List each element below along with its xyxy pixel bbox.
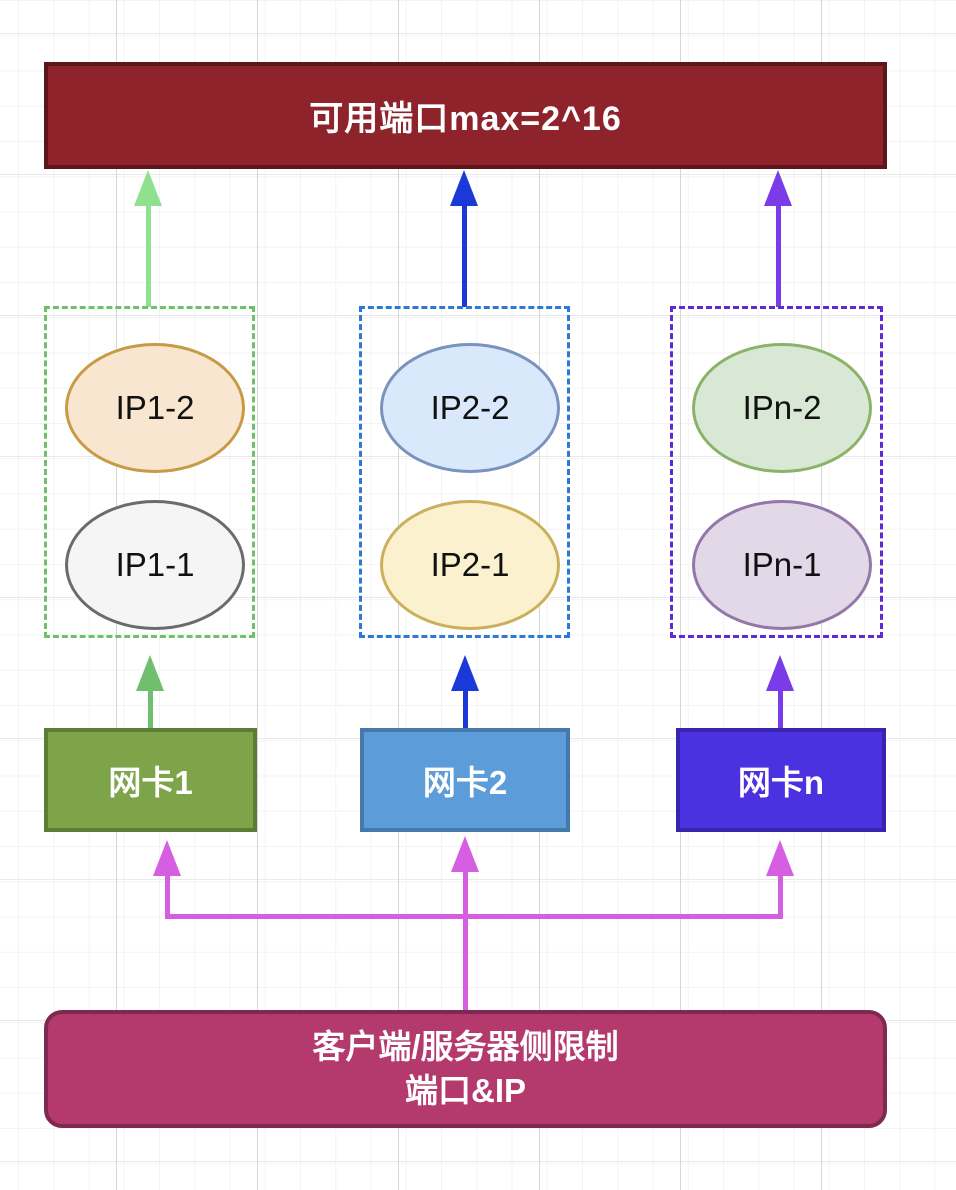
arrow-constraint-branch-line <box>165 914 783 919</box>
ip-group-n: IPn-2 IPn-1 <box>670 306 883 638</box>
nic-box-n: 网卡n <box>676 728 886 832</box>
nic-box-1: 网卡1 <box>44 728 257 832</box>
arrow-group1-to-ports-head <box>134 170 162 206</box>
arrow-constraint-to-nic2-head <box>451 836 479 872</box>
arrow-constraint-to-nic2-stem <box>463 870 468 1010</box>
arrow-nic1-to-group-head <box>136 655 164 691</box>
arrow-group2-to-ports-stem <box>462 204 467 307</box>
nic-box-2: 网卡2 <box>360 728 570 832</box>
arrow-nic2-to-group-stem <box>463 689 468 728</box>
available-ports-box: 可用端口max=2^16 <box>44 62 887 169</box>
arrow-groupn-to-ports-stem <box>776 204 781 307</box>
ip-group-2: IP2-2 IP2-1 <box>359 306 570 638</box>
ip-label: IPn-1 <box>742 546 822 583</box>
ip-group-1: IP1-2 IP1-1 <box>44 306 255 638</box>
ip-ellipse: IPn-2 <box>692 343 872 473</box>
nic-label: 网卡2 <box>422 764 508 801</box>
arrow-nicn-to-group-head <box>766 655 794 691</box>
ip-ellipse: IP2-1 <box>380 500 560 630</box>
ip-label: IP2-2 <box>430 389 510 426</box>
arrow-nic2-to-group-head <box>451 655 479 691</box>
ip-label: IP2-1 <box>430 546 510 583</box>
ip-ellipse: IP2-2 <box>380 343 560 473</box>
constraint-box: 客户端/服务器侧限制 端口&IP <box>44 1010 887 1128</box>
arrow-group2-to-ports-head <box>450 170 478 206</box>
ip-label: IP1-2 <box>115 389 195 426</box>
available-ports-label: 可用端口max=2^16 <box>309 100 622 138</box>
ip-label: IP1-1 <box>115 546 195 583</box>
ip-ellipse: IP1-2 <box>65 343 245 473</box>
arrow-constraint-to-nicn-stem <box>778 874 783 919</box>
arrow-groupn-to-ports-head <box>764 170 792 206</box>
arrow-constraint-to-nicn-head <box>766 840 794 876</box>
constraint-label-line2: 端口&IP <box>404 1072 526 1109</box>
arrow-nic1-to-group-stem <box>148 689 153 728</box>
arrow-nicn-to-group-stem <box>778 689 783 728</box>
arrow-constraint-to-nic1-stem <box>165 874 170 919</box>
ip-ellipse: IP1-1 <box>65 500 245 630</box>
ip-ellipse: IPn-1 <box>692 500 872 630</box>
arrow-group1-to-ports-stem <box>146 204 151 307</box>
constraint-label-line1: 客户端/服务器侧限制 <box>312 1028 619 1066</box>
arrow-constraint-to-nic1-head <box>153 840 181 876</box>
nic-label: 网卡1 <box>108 764 193 801</box>
nic-label: 网卡n <box>737 764 825 801</box>
ip-label: IPn-2 <box>742 389 822 426</box>
